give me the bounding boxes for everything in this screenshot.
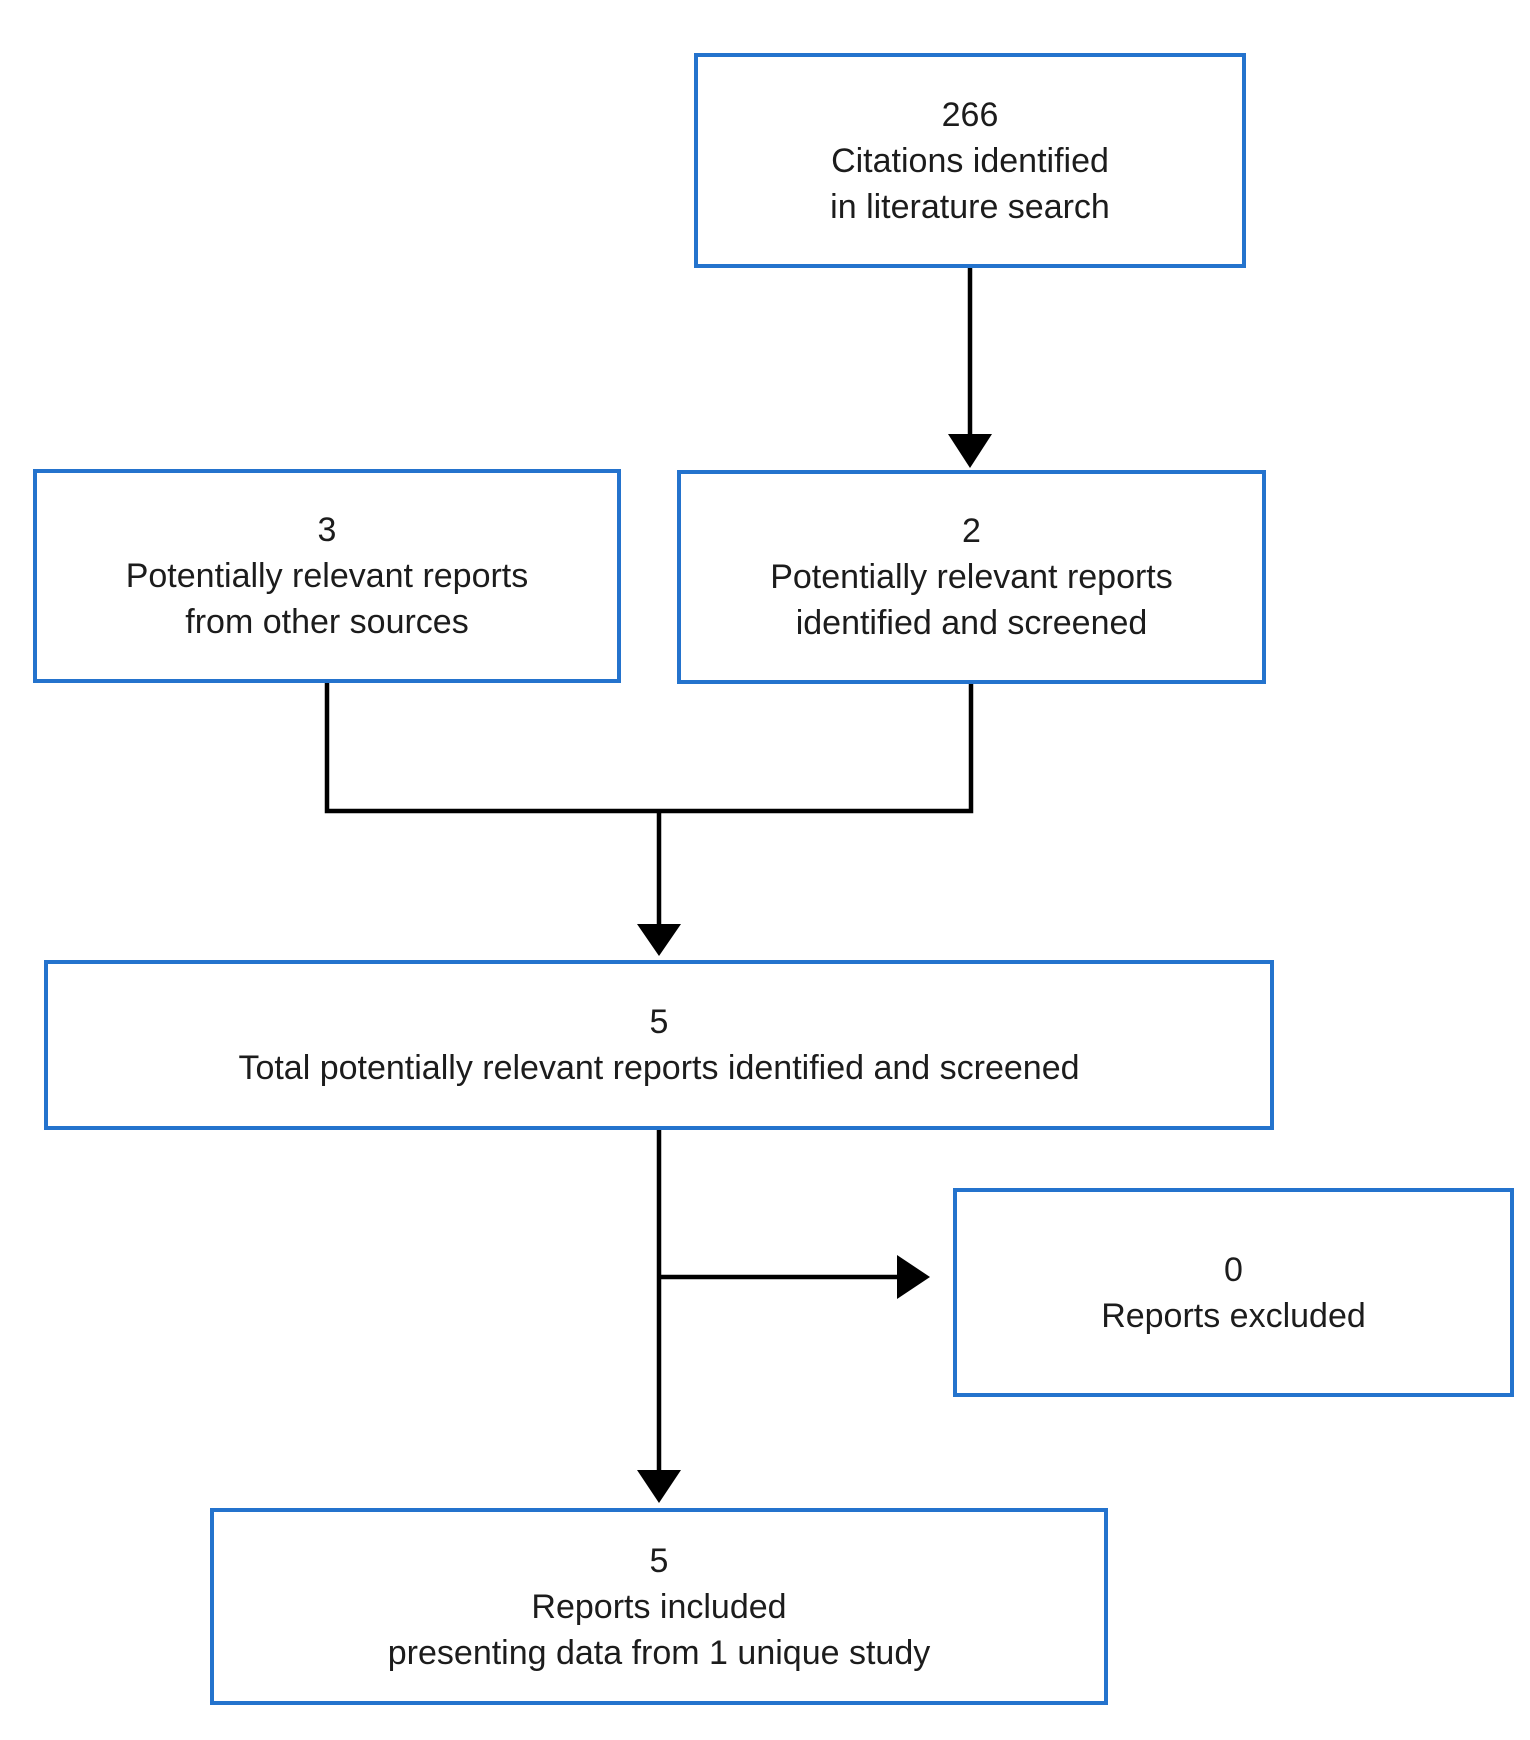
- arrow-merge-to-total: [637, 811, 681, 956]
- flow-node-other-sources: 3 Potentially relevant reports from othe…: [33, 469, 621, 683]
- screened-label-line2: identified and screened: [795, 604, 1148, 642]
- included-label-line2: presenting data from 1 unique study: [387, 1633, 931, 1672]
- flow-node-total: 5 Total potentially relevant reports ide…: [44, 960, 1274, 1130]
- included-label-line1: Reports included: [531, 1587, 787, 1626]
- citations-label-line2: in literature search: [830, 187, 1110, 226]
- other-sources-count: 3: [317, 511, 337, 549]
- screened-count: 2: [962, 512, 981, 550]
- total-count: 5: [649, 1003, 669, 1041]
- citations-count: 266: [941, 95, 999, 134]
- flow-node-screened: 2 Potentially relevant reports identifie…: [677, 470, 1266, 684]
- flow-node-citations: 266 Citations identified in literature s…: [694, 53, 1246, 268]
- other-sources-label-line1: Potentially relevant reports: [125, 557, 529, 595]
- included-count: 5: [649, 1541, 669, 1580]
- flow-node-included: 5 Reports included presenting data from …: [210, 1508, 1108, 1705]
- total-label-line1: Total potentially relevant reports ident…: [238, 1049, 1080, 1087]
- connector-merge-bracket: [324, 683, 974, 814]
- citations-label-line1: Citations identified: [831, 141, 1109, 180]
- other-sources-label-line2: from other sources: [185, 603, 469, 641]
- excluded-label-line1: Reports excluded: [1101, 1296, 1366, 1335]
- arrow-total-to-included: [637, 1130, 681, 1503]
- screened-label-line1: Potentially relevant reports: [770, 558, 1173, 596]
- excluded-count: 0: [1224, 1250, 1243, 1289]
- flow-node-excluded: 0 Reports excluded: [953, 1188, 1514, 1397]
- arrow-citations-to-screened: [948, 268, 992, 468]
- arrow-total-to-excluded: [659, 1255, 930, 1299]
